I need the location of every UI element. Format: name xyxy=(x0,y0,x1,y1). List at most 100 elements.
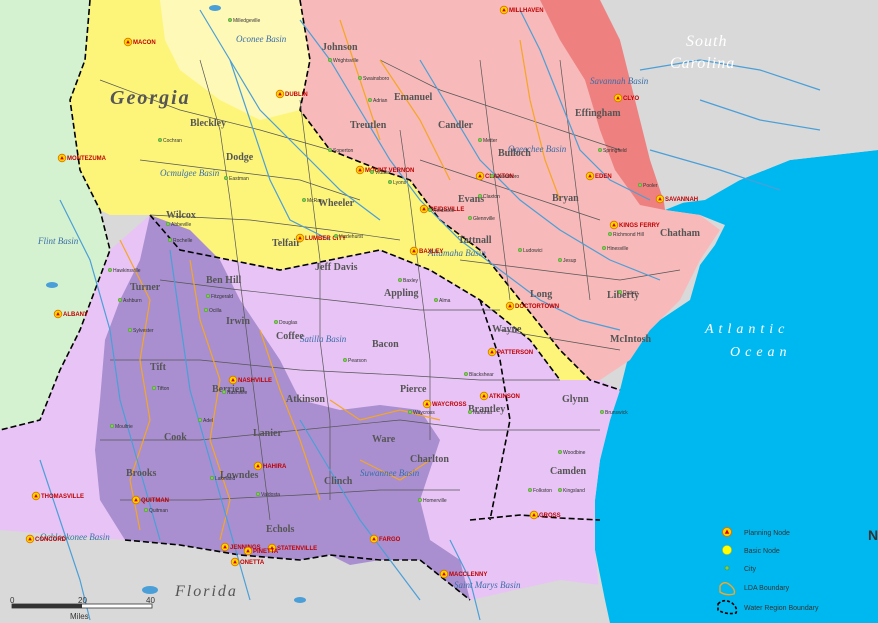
city-marker: Lyons xyxy=(387,179,407,186)
planning-node: CLAXTON xyxy=(475,171,514,181)
planning-node-label: MILLHAVEN xyxy=(509,8,544,14)
planning-node-label: CLAXTON xyxy=(485,174,514,180)
city-marker: Brunswick xyxy=(599,409,628,416)
legend: Planning Node Basic Node City LDA Bounda… xyxy=(717,527,819,615)
city-marker: Adel xyxy=(197,417,213,424)
city-marker: Rochelle xyxy=(167,237,193,244)
city-label: Homerville xyxy=(423,498,447,504)
planning-node-triangle xyxy=(233,560,237,564)
county-label: McIntosh xyxy=(610,334,652,345)
scale-bar: 0 20 40 Miles xyxy=(10,596,155,621)
city-marker: Baxley xyxy=(397,277,419,284)
county-lines xyxy=(99,59,681,521)
legend-item-planning-node: Planning Node xyxy=(722,527,790,537)
city-label: Hazlehurst xyxy=(339,234,364,240)
city-label: Adrian xyxy=(373,98,388,104)
county-label: Lanier xyxy=(253,428,282,439)
county-label: Cook xyxy=(164,432,187,443)
city-marker: Richmond Hill xyxy=(607,231,644,238)
city-marker: Ocilla xyxy=(203,307,222,314)
planning-node-label: WAYCROSS xyxy=(432,402,466,408)
basin-labels: Oconee Basin Ocmulgee Basin Flint Basin … xyxy=(37,34,649,590)
city-label: Tifton xyxy=(157,386,170,392)
city-markers: MilledgevilleWrightsvilleSwainsboroAdria… xyxy=(107,17,658,514)
city-icon xyxy=(327,57,333,63)
county-label: Telfair xyxy=(272,238,301,249)
city-marker: Milledgeville xyxy=(227,17,260,24)
city-icon xyxy=(463,371,469,377)
planning-node: ONETTA xyxy=(230,557,265,567)
lakes xyxy=(46,5,306,603)
planning-node: DOCTORTOWN xyxy=(505,301,559,311)
planning-node: NASHVILLE xyxy=(228,375,272,385)
county-labels: Johnson Emanuel Bleckley Dodge Treutlen … xyxy=(126,42,701,535)
legend-label: Basic Node xyxy=(744,548,780,555)
planning-node: ATKINSON xyxy=(479,391,520,401)
city-icon xyxy=(107,267,113,273)
planning-node-triangle xyxy=(588,174,592,178)
city-icon xyxy=(342,357,348,363)
city-label: Ocilla xyxy=(209,308,222,314)
city-icon xyxy=(557,257,563,263)
city-marker: Ashburn xyxy=(117,297,142,304)
city-label: Claxton xyxy=(483,194,500,200)
county-label: Wilcox xyxy=(166,210,196,221)
planning-node-label: THOMASVILLE xyxy=(41,494,84,500)
planning-node-triangle xyxy=(358,168,362,172)
scale-tick-40: 40 xyxy=(146,596,155,605)
planning-node-label: ONETTA xyxy=(240,560,265,566)
city-icon xyxy=(517,247,523,253)
county-label: Candler xyxy=(438,120,474,131)
city-icon xyxy=(357,75,363,81)
atlantic-ocean-area xyxy=(595,150,878,623)
planning-node: HAHIRA xyxy=(253,461,287,471)
planning-node: EDEN xyxy=(585,171,612,181)
county-label: Dodge xyxy=(226,152,254,163)
legend-label: LDA Boundary xyxy=(744,585,790,592)
city-marker: Darien xyxy=(617,289,638,296)
county-label: Clinch xyxy=(324,476,353,487)
scale-unit: Miles xyxy=(70,612,89,621)
city-icon xyxy=(367,97,373,103)
planning-node-label: KINGS FERRY xyxy=(619,223,660,229)
planning-node-label: STATENVILLE xyxy=(277,546,317,552)
legend-label: Water Region Boundary xyxy=(744,605,819,612)
county-label: Johnson xyxy=(322,42,358,53)
planning-node: THOMASVILLE xyxy=(31,491,84,501)
city-icon xyxy=(467,409,473,415)
planning-node-label: DUBLIN xyxy=(285,92,308,98)
planning-node-triangle xyxy=(28,537,32,541)
planning-node: MACON xyxy=(123,37,156,47)
city-marker: Lakeland xyxy=(209,475,236,482)
planning-node: DUBLIN xyxy=(275,89,308,99)
city-label: Richmond Hill xyxy=(613,232,644,238)
city-icon xyxy=(637,182,643,188)
city-icon xyxy=(273,319,279,325)
city-label: Sylvester xyxy=(133,328,154,334)
city-label: Brunswick xyxy=(605,410,628,416)
county-label: Emanuel xyxy=(394,92,433,103)
city-icon xyxy=(221,389,227,395)
basin-label: Ocmulgee Basin xyxy=(160,168,220,178)
planning-node-label: GROSS xyxy=(539,513,561,519)
water-region-boundary-icon xyxy=(717,599,738,615)
basic-node-icon xyxy=(722,545,732,555)
city-label: Abbeville xyxy=(171,222,192,228)
county-label: Tattnall xyxy=(458,235,492,246)
city-icon xyxy=(151,385,157,391)
city-marker: Statesboro xyxy=(489,173,519,180)
city-label: Rochelle xyxy=(173,238,193,244)
planning-node-label: CONCORD xyxy=(35,537,67,543)
city-marker: Adrian xyxy=(367,97,388,104)
legend-label: City xyxy=(744,566,757,573)
ocean-label-2: Ocean xyxy=(730,345,792,360)
city-label: Folkston xyxy=(533,488,552,494)
planning-node-triangle xyxy=(223,545,227,549)
city-label: McRae xyxy=(307,198,323,204)
ocean-label-1: Atlantic xyxy=(704,322,789,337)
city-label: Soperton xyxy=(333,148,354,154)
basin-label: Savannah Basin xyxy=(590,76,649,86)
city-marker: Wrightsville xyxy=(327,57,359,64)
city-label: Alma xyxy=(439,298,451,304)
